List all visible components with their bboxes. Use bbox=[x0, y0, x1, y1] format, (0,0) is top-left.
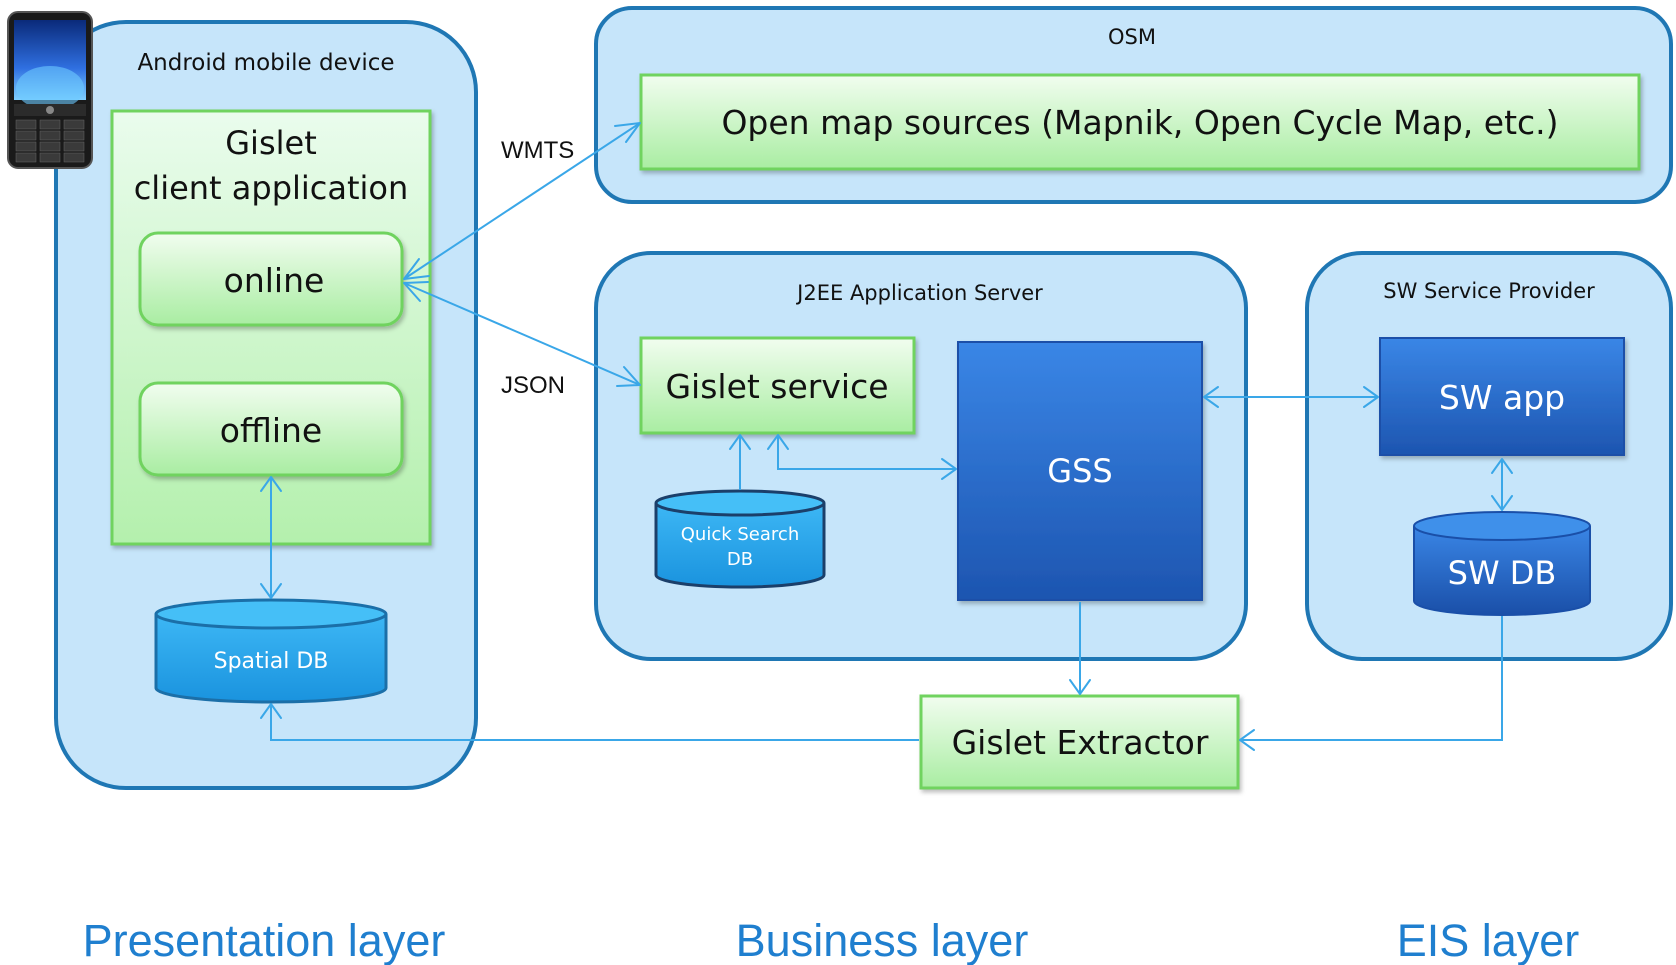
connector-swdb-extractor bbox=[1239, 616, 1503, 751]
spatial-db-cylinder bbox=[154, 598, 388, 704]
gislet-client-title-line2: client application bbox=[134, 169, 409, 207]
mobile-phone-icon bbox=[7, 11, 93, 169]
sw-db-cylinder bbox=[1413, 511, 1591, 616]
gss-label: GSS bbox=[1047, 452, 1112, 490]
eis-layer-label: EIS layer bbox=[1397, 915, 1580, 965]
presentation-layer-label: Presentation layer bbox=[83, 915, 446, 965]
offline-box bbox=[138, 381, 404, 477]
connector-gislet-service-gss bbox=[767, 434, 957, 480]
quick-search-db-label-line2: DB bbox=[727, 549, 753, 570]
quick-search-db-cylinder bbox=[654, 489, 826, 589]
gislet-extractor-label: Gislet Extractor bbox=[952, 723, 1209, 762]
offline-label: offline bbox=[220, 411, 322, 450]
open-map-sources-label: Open map sources (Mapnik, Open Cycle Map… bbox=[721, 103, 1558, 142]
sw-db-label: SW DB bbox=[1448, 554, 1557, 592]
connector-quicksearch-gislet-service bbox=[729, 434, 751, 490]
gislet-client-title-line1: Gislet bbox=[225, 124, 316, 162]
gislet-service-label: Gislet service bbox=[665, 367, 888, 406]
sw-app-label: SW app bbox=[1439, 378, 1565, 417]
connector-sw-app-sw-db bbox=[1491, 458, 1513, 511]
connector-online-gislet-service bbox=[403, 281, 641, 387]
spatial-db-label: Spatial DB bbox=[214, 649, 329, 674]
json-label: JSON bbox=[501, 372, 565, 399]
gislet-service-box bbox=[639, 336, 916, 435]
sw-provider-container-label: SW Service Provider bbox=[1383, 279, 1595, 303]
sw-app-box bbox=[1379, 337, 1625, 456]
online-box bbox=[138, 231, 404, 327]
gss-box bbox=[957, 341, 1203, 601]
business-layer-label: Business layer bbox=[736, 915, 1029, 965]
android-container-label: Android mobile device bbox=[137, 50, 394, 76]
wmts-label: WMTS bbox=[501, 137, 574, 164]
connector-gss-sw-app bbox=[1203, 386, 1379, 408]
osm-container-label: OSM bbox=[1108, 25, 1156, 49]
connector-extractor-spatialdb bbox=[260, 703, 919, 741]
open-map-sources-box bbox=[639, 73, 1641, 171]
connector-gss-extractor bbox=[1069, 602, 1091, 695]
gislet-extractor-box bbox=[919, 694, 1240, 790]
connector-offline-spatialdb bbox=[260, 476, 282, 599]
connector-online-osm bbox=[403, 122, 641, 280]
online-label: online bbox=[224, 261, 325, 300]
j2ee-container-label: J2EE Application Server bbox=[795, 281, 1043, 305]
quick-search-db-label-line1: Quick Search bbox=[681, 524, 799, 545]
